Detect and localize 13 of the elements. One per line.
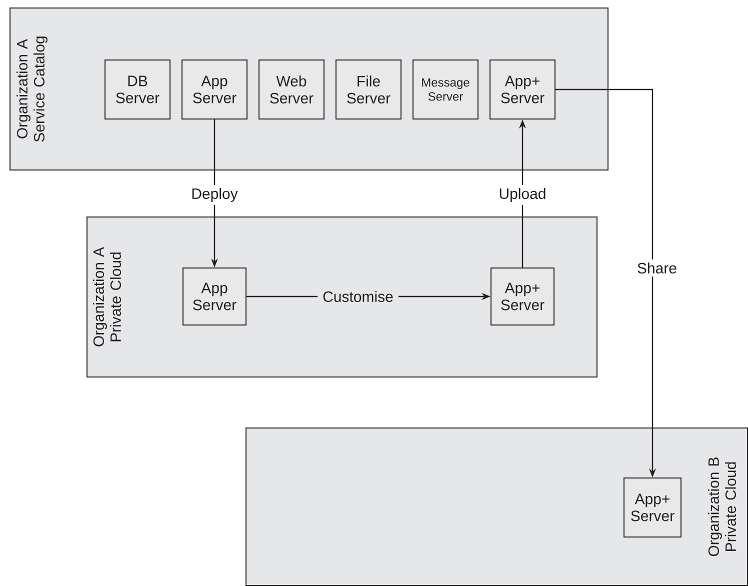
server-box: DB Server: [104, 60, 170, 120]
server-box: Message Server: [412, 60, 478, 120]
edge-label: Upload: [494, 185, 552, 205]
edge-label: Deploy: [186, 185, 243, 205]
server-box: App+ Server: [490, 60, 556, 120]
edge-label: Share: [632, 259, 682, 276]
server-box: App Server: [182, 60, 248, 120]
server-box: App Server: [182, 268, 246, 326]
server-box: App+ Server: [624, 478, 682, 538]
server-box: File Server: [336, 60, 402, 120]
edge-label: Customise: [318, 288, 398, 305]
server-box: App+ Server: [490, 268, 554, 326]
server-box: Web Server: [258, 60, 324, 120]
